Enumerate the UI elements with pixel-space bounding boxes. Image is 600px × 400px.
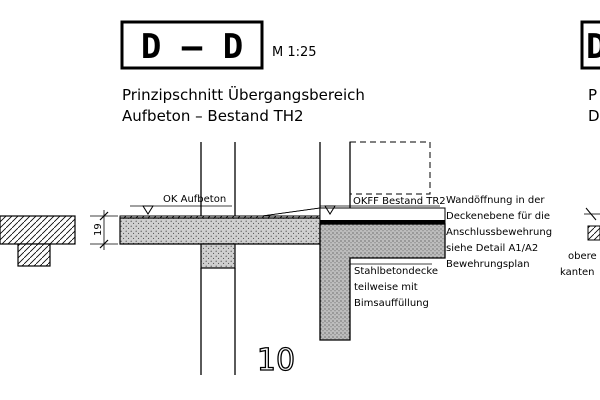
note-wall-opening: Wandöffnung in der Deckenebene für die A…: [446, 195, 552, 270]
existing-slab-tr2: [319, 142, 446, 341]
sheet-number: 10: [257, 343, 295, 378]
right-title-fragment-2: De: [588, 107, 600, 125]
section-box-right: [580, 20, 600, 70]
label-ok-aufbeton: OK Aufbeton: [163, 194, 226, 205]
note-wall-opening-line: Wandöffnung in der: [446, 195, 545, 206]
section-label-left: D – D: [141, 27, 243, 67]
note-slab-line: Stahlbetondecke: [354, 266, 438, 277]
left-slab: [0, 215, 76, 267]
level-marker-ok-aufbeton: OK Aufbeton: [130, 194, 232, 215]
dimension-19-text: 19: [93, 223, 104, 236]
main-slab: [119, 207, 321, 269]
scale-label: M 1:25: [272, 45, 317, 60]
note-wall-opening-line: siehe Detail A1/A2: [446, 243, 538, 254]
dimension-19: 19: [90, 210, 118, 250]
level-marker-okff: OKFF Bestand TR2: [320, 196, 446, 215]
right-title-fragment-1: P: [588, 86, 597, 104]
note-wall-opening-line: Deckenebene für die: [446, 211, 550, 222]
label-okff: OKFF Bestand TR2: [353, 196, 446, 207]
note-wall-opening-line: Anschlussbewehrung: [446, 227, 552, 238]
note-wall-opening-line: Bewehrungsplan: [446, 259, 530, 270]
note-slab-line: Bimsauffüllung: [354, 298, 429, 309]
title-line-1: Prinzipschnitt Übergangsbereich: [122, 85, 365, 104]
right-fragment-obere: obere: [568, 251, 597, 262]
right-fragment-kanten: kanten: [560, 267, 595, 278]
section-box-left: [120, 20, 264, 70]
note-slab-line: teilweise mit: [354, 282, 418, 293]
right-fragment: obere kanten: [560, 207, 600, 278]
title-line-2: Aufbeton – Bestand TH2: [122, 107, 304, 125]
note-slab: Stahlbetondecke teilweise mit Bimsauffül…: [350, 263, 438, 309]
section-label-right: D: [586, 27, 600, 67]
